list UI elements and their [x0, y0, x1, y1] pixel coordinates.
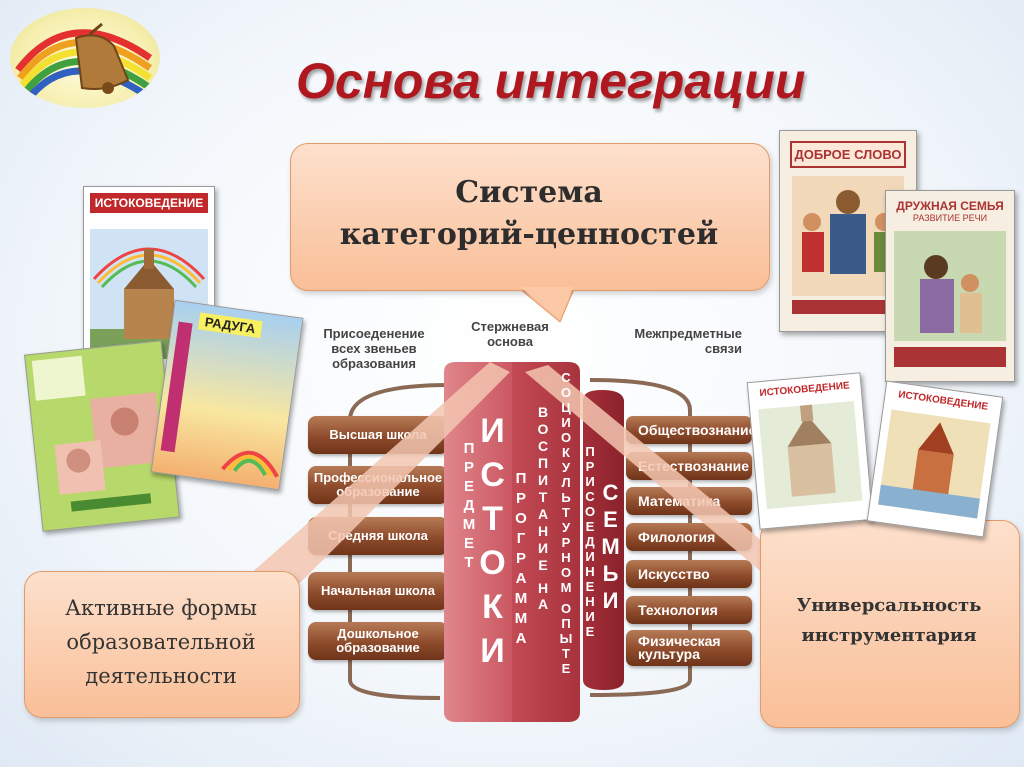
book-druzhnaya-semya: ДРУЖНАЯ СЕМЬЯ РАЗВИТИЕ РЕЧИ [885, 190, 1015, 382]
page-title: Основа интеграции [296, 53, 806, 109]
column-semyi: СЕМЬИ [598, 480, 623, 615]
book-raduga: РАДУГА [150, 299, 304, 491]
column-predmet: ПРЕДМЕТ [460, 440, 478, 573]
rainbow-icon [160, 321, 279, 478]
right-callout [760, 520, 1020, 728]
children-photo-icon [31, 355, 164, 512]
top-callout-line-2: категорий-ценностей [339, 217, 719, 252]
column-programma: ПРОГРАММА [512, 470, 530, 650]
left-plank-4: Начальная школа [308, 572, 448, 610]
mother-child-illustration-icon [894, 231, 1006, 367]
right-callout-text: Универсальность инструментария [796, 595, 982, 646]
header-center: Стержневая основа [471, 319, 549, 349]
top-callout [290, 143, 770, 291]
logo [10, 8, 160, 108]
top-callout-text: Система категорий-ценностей [290, 172, 768, 256]
rainbow-bell-icon [15, 22, 153, 105]
header-right: Межпредметные связи [634, 326, 742, 356]
right-plank-1: Обществознание [626, 416, 752, 444]
column-sociocultural: СОЦИОКУЛЬТУРНОМ ОПЫТЕ [558, 370, 574, 676]
cathedral-illustration-icon [758, 400, 863, 509]
monastery-illustration-icon [878, 409, 991, 519]
left-callout-text: Активные формы образовательной деятельно… [65, 596, 257, 688]
column-prisoedinenie: ПРИСОЕДИНЕНИЕ [582, 444, 598, 639]
right-plank-6: Технология [626, 596, 752, 624]
column-vospitanie: ВОСПИТАНИЕ НА [535, 404, 551, 612]
left-callout [24, 571, 300, 718]
right-plank-5: Искусство [626, 560, 752, 588]
header-left: Присоеденение всех звеньев образования [323, 326, 425, 371]
book-green [24, 340, 180, 532]
book-istokovedenie-2: ИСТОКОВЕДЕНИЕ [746, 372, 874, 530]
column-istoki: ИСТОКИ [473, 412, 512, 676]
book-istokovedenie-3: ИСТОКОВЕДЕНИЕ [866, 380, 1004, 538]
top-callout-line-1: Система [455, 175, 603, 210]
